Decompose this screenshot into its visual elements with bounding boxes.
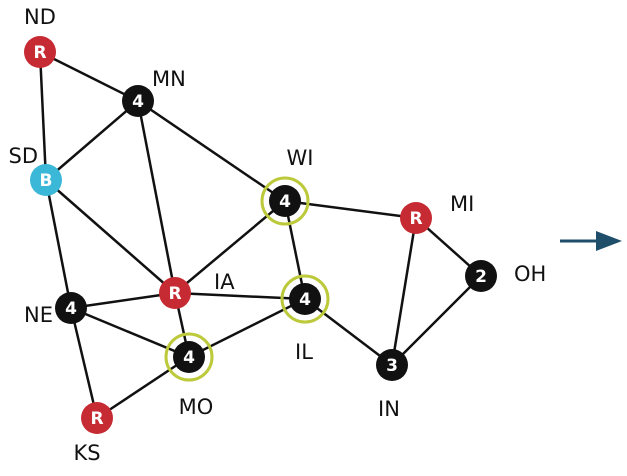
highlight-rings-layer <box>164 176 330 382</box>
state-label-mo: MO <box>179 395 214 419</box>
node-ia: R <box>159 277 191 309</box>
state-label-ks: KS <box>73 441 100 465</box>
state-label-ne: NE <box>24 303 53 327</box>
node-mi: R <box>400 202 432 234</box>
node-il: 4 <box>289 283 321 315</box>
highlight-ring-il <box>280 274 330 324</box>
edge-nd-sd <box>38 51 48 181</box>
node-circle-il <box>289 283 321 315</box>
node-value-il: 4 <box>299 290 311 310</box>
state-label-sd: SD <box>8 144 38 168</box>
node-value-ne: 4 <box>65 299 77 319</box>
state-label-ia: IA <box>214 270 235 294</box>
edge-ne-ks <box>69 307 99 419</box>
node-value-in: 3 <box>386 356 398 376</box>
edge-mn-ia <box>136 100 177 294</box>
edge-mi-in <box>390 217 418 366</box>
node-nd: R <box>24 36 56 68</box>
right-arrow-icon <box>560 231 622 251</box>
node-circle-ne <box>55 292 87 324</box>
edge-il-mo <box>188 297 306 359</box>
state-label-wi: WI <box>287 146 314 170</box>
edge-sd-ne <box>44 179 73 309</box>
node-circle-mn <box>122 85 154 117</box>
node-value-mn: 4 <box>132 92 144 112</box>
edge-ia-ne <box>70 291 176 310</box>
node-sd: B <box>30 164 62 196</box>
node-ks: R <box>81 402 113 434</box>
node-value-ia: R <box>168 284 181 304</box>
node-circle-nd <box>24 36 56 68</box>
node-circle-oh <box>465 260 497 292</box>
edge-wi-il <box>283 200 307 300</box>
node-oh: 2 <box>465 260 497 292</box>
node-ne: 4 <box>55 292 87 324</box>
node-value-nd: R <box>33 43 46 63</box>
edge-oh-in <box>391 275 482 366</box>
node-value-wi: 4 <box>279 192 291 212</box>
state-label-nd: ND <box>24 5 56 29</box>
node-value-mi: R <box>409 209 422 229</box>
node-circle-in <box>376 349 408 381</box>
edge-mo-ks <box>96 355 190 420</box>
node-circle-sd <box>30 164 62 196</box>
highlight-ring-mo <box>164 332 214 382</box>
state-labels-layer: ND MN SD WI MI OH IA IL NE MO IN KS <box>8 5 546 465</box>
highlight-ring-wi <box>260 176 310 226</box>
edges-layer <box>38 50 482 420</box>
node-mo: 4 <box>173 341 205 373</box>
state-label-il: IL <box>295 340 313 364</box>
node-circle-ks <box>81 402 113 434</box>
node-value-sd: B <box>40 171 53 191</box>
edge-mn-wi <box>137 99 286 203</box>
edge-sd-ia <box>45 179 176 294</box>
node-wi: 4 <box>269 185 301 217</box>
node-circle-ia <box>159 277 191 309</box>
edge-mn-sd <box>45 100 139 181</box>
node-mn: 4 <box>122 85 154 117</box>
state-label-mi: MI <box>450 192 474 216</box>
node-in: 3 <box>376 349 408 381</box>
node-value-mo: 4 <box>183 348 195 368</box>
edge-ia-il <box>174 291 306 301</box>
edge-ne-mo <box>70 306 190 359</box>
node-circle-mo <box>173 341 205 373</box>
edge-nd-mn <box>39 50 139 103</box>
node-value-oh: 2 <box>475 267 487 287</box>
node-value-ks: R <box>90 409 103 429</box>
node-circle-wi <box>269 185 301 217</box>
state-label-oh: OH <box>514 262 546 286</box>
state-label-in: IN <box>378 397 400 421</box>
edge-il-in <box>304 298 393 366</box>
node-circle-mi <box>400 202 432 234</box>
state-label-mn: MN <box>152 67 186 91</box>
